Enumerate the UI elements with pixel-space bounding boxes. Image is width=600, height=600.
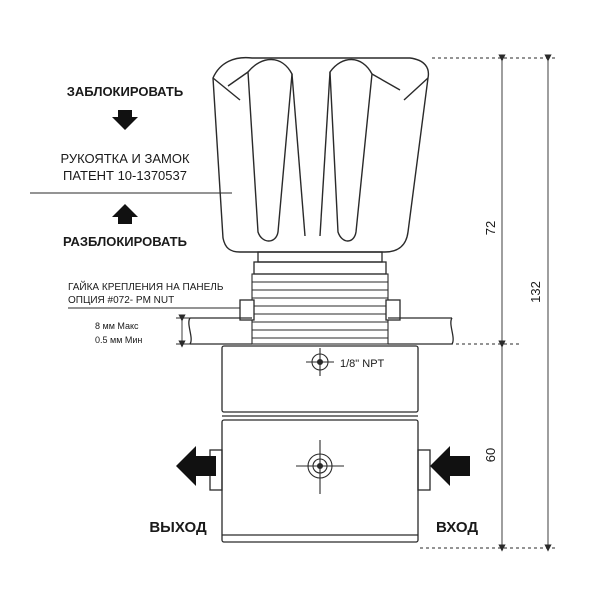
thickness-max-label: 8 мм Макс: [95, 321, 139, 331]
knob-flute-2: [329, 58, 373, 242]
upper-body: [221, 345, 419, 417]
unlock-label: РАЗБЛОКИРОВАТЬ: [63, 234, 187, 249]
dimension-upper-label: 72: [483, 221, 498, 235]
outlet-label: ВЫХОД: [149, 519, 207, 536]
thickness-dimension: [176, 314, 194, 348]
main-port: [296, 440, 344, 494]
inlet-arrow-icon: [430, 446, 470, 486]
dimension-lower-label: 60: [483, 448, 498, 462]
handle-knob: [212, 56, 430, 253]
port-spec-label: 1/8" NPT: [340, 358, 385, 370]
panel-plate: [188, 317, 454, 345]
gauge-port: [306, 348, 334, 376]
thickness-min-label: 0.5 мм Мин: [95, 335, 142, 345]
knob-neck: [253, 251, 387, 275]
handle-label-line1: РУКОЯТКА И ЗАМОК: [60, 151, 190, 166]
inlet-label: ВХОД: [436, 519, 478, 536]
nut-label-line2: ОПЦИЯ #072- PM NUT: [68, 295, 174, 306]
lock-arrow-icon: [112, 110, 138, 130]
knob-flute-1: [247, 58, 293, 242]
outlet-arrow-icon: [176, 446, 216, 486]
panel-nut: [239, 299, 401, 321]
threaded-bonnet: [251, 273, 389, 345]
lower-body: [209, 419, 431, 543]
dimension-overall-label: 132: [528, 281, 543, 303]
handle-label-line2: ПАТЕНТ 10-1370537: [63, 168, 187, 183]
nut-label-line1: ГАЙКА КРЕПЛЕНИЯ НА ПАНЕЛЬ: [68, 280, 224, 293]
unlock-arrow-icon: [112, 204, 138, 224]
dimension-lines: [420, 54, 556, 552]
lock-label: ЗАБЛОКИРОВАТЬ: [67, 84, 183, 99]
